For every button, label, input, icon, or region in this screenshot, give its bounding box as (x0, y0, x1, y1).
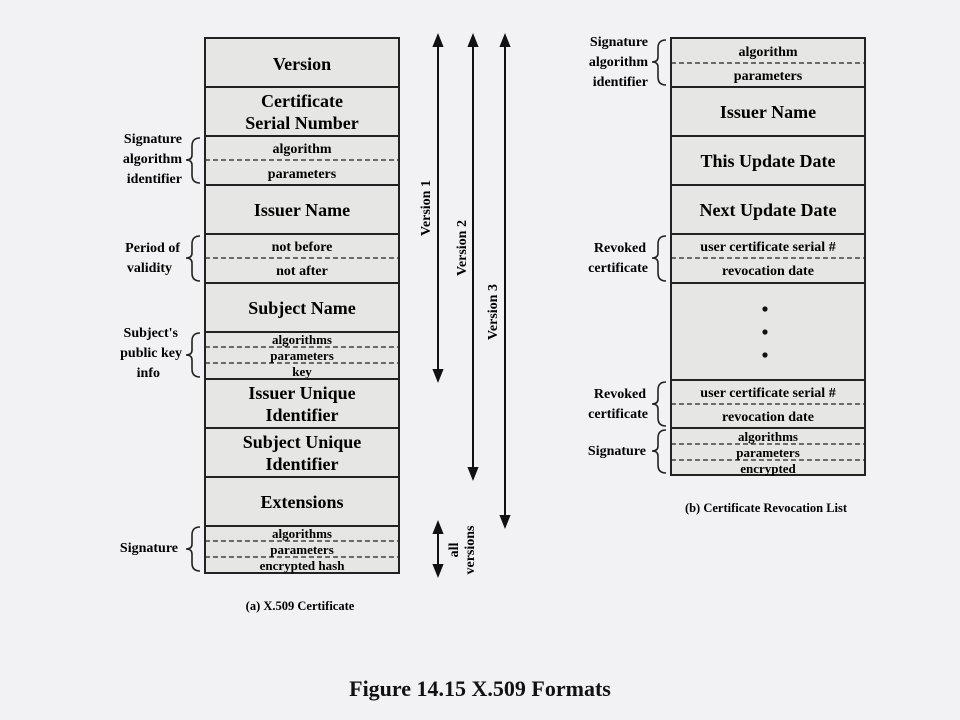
cert-issuer-uid-line1: Issuer Unique (248, 383, 355, 403)
crl-sigalg-parameters: parameters (734, 69, 803, 84)
cert-issuer-name: Issuer Name (254, 200, 350, 220)
crl-sigalg-algorithm: algorithm (738, 45, 797, 60)
cert-signature-hash: encrypted hash (260, 558, 346, 573)
figure-title: Figure 14.15 X.509 Formats (349, 676, 611, 701)
cert-issuer-uid-line2: Identifier (266, 405, 339, 425)
cert-sigalg-parameters: parameters (268, 167, 337, 182)
crl-issuer-name: Issuer Name (720, 102, 816, 122)
certificate-structure: Version Certificate Serial Number algori… (204, 37, 400, 574)
cert-subject-uid-line1: Subject Unique (243, 432, 362, 452)
crl-revoked-1-serial: user certificate serial # (700, 240, 835, 255)
version-1-label: Version 1 (419, 180, 434, 236)
crl-next-update-box (670, 184, 866, 235)
crl-signature-box (670, 427, 866, 476)
cert-validity-label-1: Period of (125, 241, 180, 256)
crl-issuer-box (670, 86, 866, 137)
crl-revoked-1-label-2: certificate (588, 261, 648, 276)
crl-this-update: This Update Date (700, 151, 835, 171)
cert-serial-box (204, 86, 400, 137)
cert-signature-algorithms: algorithms (272, 526, 332, 541)
cert-signature-box (204, 525, 400, 574)
cert-pubkey-brace (185, 332, 201, 378)
all-versions-label-2: versions (463, 525, 478, 575)
crl-signature-encrypted: encrypted (740, 461, 796, 476)
crl-sigalg-label-1: Signature (590, 35, 648, 50)
version-3-label: Version 3 (486, 284, 501, 340)
crl-labels: Signature algorithm identifier Revoked c… (588, 35, 667, 474)
certificate-labels: Signature algorithm identifier Period of… (120, 132, 201, 572)
crl-ellipsis-box (670, 282, 866, 381)
cert-pubkey-label-3: info (137, 366, 160, 381)
crl-this-update-box (670, 135, 866, 186)
cert-signature-label: Signature (120, 541, 178, 556)
crl-sigalg-label-3: identifier (593, 75, 648, 90)
crl-revoked-2-label-2: certificate (588, 407, 648, 422)
crl-revoked-2-label-1: Revoked (594, 387, 646, 402)
crl-caption: (b) Certificate Revocation List (685, 501, 848, 515)
cert-serial-line1: Certificate (261, 91, 343, 111)
cert-sigalg-label-1: Signature (124, 132, 182, 147)
crl-revoked-2-serial: user certificate serial # (700, 386, 835, 401)
cert-pubkey-box (204, 331, 400, 380)
version-arrows: Version 1 Version 2 Version 3 all versio… (419, 33, 511, 578)
cert-subject-uid-line2: Identifier (266, 454, 339, 474)
cert-not-before: not before (272, 240, 333, 255)
cert-version-box (204, 37, 400, 88)
all-versions-label-1: all (447, 543, 462, 558)
crl-revoked-1-label-1: Revoked (594, 241, 646, 256)
cert-pubkey-label-2: public key (120, 346, 182, 361)
crl-sigalg-brace (651, 39, 667, 86)
cert-sigalg-brace (185, 137, 201, 184)
crl-signature-parameters: parameters (736, 445, 800, 460)
crl-revoked-2-date: revocation date (722, 410, 814, 425)
cert-subject-name: Subject Name (248, 298, 355, 318)
cert-extensions: Extensions (260, 492, 343, 512)
cert-serial-line2: Serial Number (245, 113, 358, 133)
cert-version-text: Version (273, 54, 331, 74)
cert-signature-brace (185, 526, 201, 572)
crl-ellipsis-dot-3 (762, 352, 768, 358)
cert-subject-uid-box (204, 427, 400, 478)
cert-caption: (a) X.509 Certificate (246, 599, 355, 613)
cert-validity-label-2: validity (127, 261, 172, 276)
crl-signature-brace (651, 429, 667, 474)
cert-sigalg-label-3: identifier (127, 172, 182, 187)
cert-validity-brace (185, 235, 201, 282)
crl-signature-label: Signature (588, 444, 646, 459)
cert-issuer-uid-box (204, 378, 400, 429)
crl-next-update: Next Update Date (700, 200, 837, 220)
cert-sigalg-algorithm: algorithm (272, 142, 331, 157)
cert-pubkey-algorithms: algorithms (272, 332, 332, 347)
cert-pubkey-parameters: parameters (270, 348, 334, 363)
cert-subject-box (204, 282, 400, 333)
cert-not-after: not after (276, 264, 328, 279)
cert-pubkey-key: key (292, 364, 312, 379)
cert-signature-parameters: parameters (270, 542, 334, 557)
cert-extensions-box (204, 476, 400, 527)
crl-structure: algorithm parameters Issuer Name This Up… (670, 37, 866, 476)
crl-sigalg-label-2: algorithm (589, 55, 648, 70)
cert-pubkey-label-1: Subject's (124, 326, 179, 341)
crl-ellipsis-dot-2 (762, 329, 768, 335)
cert-sigalg-label-2: algorithm (123, 152, 182, 167)
version-2-label: Version 2 (455, 220, 470, 276)
crl-revoked-1-date: revocation date (722, 264, 814, 279)
crl-ellipsis-dot-1 (762, 306, 768, 312)
crl-revoked-2-brace (651, 381, 667, 427)
crl-signature-algorithms: algorithms (738, 429, 798, 444)
crl-revoked-1-brace (651, 235, 667, 282)
